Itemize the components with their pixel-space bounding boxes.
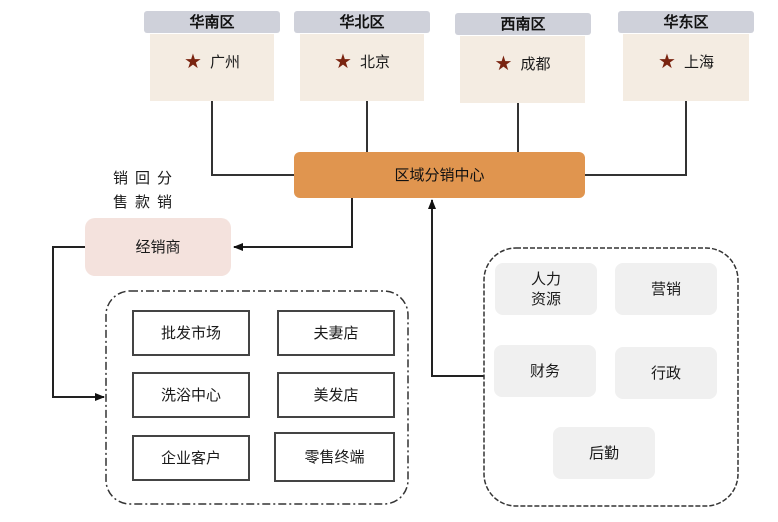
dept-label-line1: 人力 bbox=[530, 270, 561, 288]
flow-label-line2: 售款销 bbox=[113, 193, 180, 211]
outlet-corporate-client: 企业客户 bbox=[132, 435, 250, 481]
outlet-retail-terminal: 零售终端 bbox=[274, 432, 395, 482]
dept-label: 营销 bbox=[650, 280, 681, 298]
dept-marketing: 营销 bbox=[615, 263, 717, 315]
dept-label: 财务 bbox=[529, 362, 560, 380]
connector-departments-hub bbox=[428, 199, 484, 377]
region-card: ★ 广州 bbox=[150, 34, 274, 101]
region-card: ★ 北京 bbox=[300, 34, 424, 101]
outlet-hair-salon: 美发店 bbox=[277, 372, 395, 418]
dept-human-resources: 人力资源 bbox=[495, 263, 597, 315]
dept-label: 后勤 bbox=[588, 444, 619, 462]
outlet-mom-and-pop-store: 夫妻店 bbox=[277, 310, 395, 356]
flow-label-line1: 销回分 bbox=[113, 169, 180, 187]
region-card: ★ 成都 bbox=[460, 36, 585, 103]
star-icon: ★ bbox=[184, 49, 202, 73]
region-header: 华东区 bbox=[618, 11, 754, 33]
star-icon: ★ bbox=[334, 49, 352, 73]
departments-container bbox=[483, 247, 739, 507]
regional-distribution-center: 区域分销中心 bbox=[294, 152, 585, 198]
dept-label-line2: 资源 bbox=[530, 290, 561, 308]
region-card: ★ 上海 bbox=[623, 34, 749, 101]
connector-dealer-outlets bbox=[52, 246, 105, 401]
city-label: 上海 bbox=[683, 53, 714, 71]
star-icon: ★ bbox=[494, 51, 513, 75]
connector-huadong-hub bbox=[585, 101, 687, 176]
region-header: 西南区 bbox=[455, 13, 591, 35]
city-label: 北京 bbox=[359, 53, 390, 71]
outlet-wholesale-market: 批发市场 bbox=[132, 310, 250, 356]
city-label: 成都 bbox=[520, 55, 551, 73]
flow-label: 销回分 售款销 bbox=[113, 166, 203, 214]
connector-hub-dealer bbox=[233, 198, 353, 251]
city-label: 广州 bbox=[209, 53, 240, 71]
star-icon: ★ bbox=[658, 49, 676, 73]
region-header: 华南区 bbox=[144, 11, 280, 33]
outlets-container bbox=[105, 290, 409, 505]
outlet-bath-center: 洗浴中心 bbox=[132, 372, 250, 418]
dept-label: 行政 bbox=[650, 364, 681, 382]
dept-logistics: 后勤 bbox=[553, 427, 655, 479]
region-header: 华北区 bbox=[294, 11, 430, 33]
dept-administration: 行政 bbox=[615, 347, 717, 399]
connector-huanan-hub bbox=[211, 101, 294, 176]
dealer-node: 经销商 bbox=[85, 218, 231, 276]
dept-finance: 财务 bbox=[494, 345, 596, 397]
